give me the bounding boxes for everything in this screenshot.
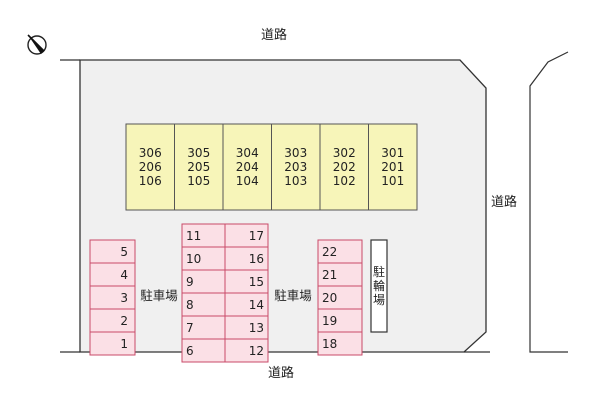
parking-slot-number: 16 [249,252,264,266]
unit-block [319,123,369,211]
unit-number: 101 [381,174,404,188]
parking-slot: 7 [181,315,226,340]
parking-slot-box [89,239,136,264]
road-label-bottom: 道路 [268,365,294,381]
unit-number: 302 [333,146,356,160]
parking-slot: 15 [224,269,269,294]
parking-slot-number: 14 [249,298,264,312]
road-label-top: 道路 [261,27,287,43]
parking-slot: 8 [181,292,226,317]
bicycle-parking-label: 駐輪場 [373,264,385,307]
unit-number: 305 [187,146,210,160]
parking-slot-box [89,285,136,310]
bicycle-parking-label-char: 場 [373,293,385,307]
parking-slot: 20 [317,285,363,310]
unit-number: 201 [381,160,404,174]
parking-slot-number: 4 [120,268,128,282]
parking-slot: 9 [181,269,226,294]
parking-slot: 5 [89,239,136,264]
apartment-building: 3062061063052051053042041043032031033022… [125,123,418,211]
parking-column-right: 22 21 20 19 18 [317,239,363,356]
parking-slot-box [89,262,136,287]
parking-slot-box [317,331,363,356]
parking-slot-number: 18 [322,337,337,351]
parking-slot-number: 10 [186,252,201,266]
parking-slot: 18 [317,331,363,356]
parking-slot: 1 [89,331,136,356]
unit-number: 103 [284,174,307,188]
parking-slot-box [89,331,136,356]
parking-slot: 12 [224,338,269,363]
unit-number: 202 [333,160,356,174]
road-label-right: 道路 [491,194,517,210]
parking-slot-number: 13 [249,321,264,335]
parking-slot-number: 3 [120,291,128,305]
parking-slot-number: 20 [322,291,337,305]
parking-slot-number: 19 [322,314,337,328]
parking-slot: 10 [181,246,226,271]
parking-slot-number: 5 [120,245,128,259]
parking-slot: 16 [224,246,269,271]
parking-slot-number: 17 [249,229,264,243]
unit-number: 304 [236,146,259,160]
unit-number: 301 [381,146,404,160]
unit-number: 203 [284,160,307,174]
parking-slot-number: 12 [249,344,264,358]
parking-slot-box [89,308,136,333]
parking-lot-label-left: 駐車場 [140,288,178,303]
north-arrow-icon [27,34,47,55]
parking-slot-number: 22 [322,245,337,259]
unit-number: 306 [139,146,162,160]
parking-slot: 21 [317,262,363,287]
parking-column-left: 5 4 3 2 1 [89,239,136,356]
parking-slot-number: 15 [249,275,264,289]
unit-number: 205 [187,160,210,174]
bicycle-parking-area [370,239,388,333]
parking-slot-number: 11 [186,229,201,243]
parking-lot-label-right: 駐車場 [274,288,312,303]
unit-number: 106 [139,174,162,188]
parking-slot-number: 1 [120,337,128,351]
parking-slot-number: 8 [186,298,194,312]
unit-block [271,123,321,211]
parking-slot-number: 21 [322,268,337,282]
parking-slot-number: 9 [186,275,194,289]
parking-slot: 6 [181,338,226,363]
bicycle-parking-label-char: 駐 [373,264,385,279]
parking-slot-box [224,338,269,363]
unit-number: 206 [139,160,162,174]
unit-number: 102 [333,174,356,188]
parking-slot: 4 [89,262,136,287]
unit-block [222,123,272,211]
parking-slot: 17 [224,223,269,248]
parking-slot-number: 7 [186,321,194,335]
unit-block [368,123,418,211]
parking-slot: 19 [317,308,363,333]
unit-number: 303 [284,146,307,160]
parking-slot-number: 2 [120,314,128,328]
parking-slot: 11 [181,223,226,248]
parking-column-center-left: 11 10 9 8 7 6 [181,223,226,363]
unit-number: 105 [187,174,210,188]
parking-slot: 2 [89,308,136,333]
parking-column-center-right: 17 16 15 14 13 12 [224,223,269,363]
unit-number: 204 [236,160,259,174]
unit-number: 104 [236,174,259,188]
unit-block [125,123,175,211]
parking-slot: 22 [317,239,363,264]
parking-slot: 14 [224,292,269,317]
parking-slot: 13 [224,315,269,340]
parking-slot: 3 [89,285,136,310]
parking-slot-number: 6 [186,344,194,358]
road-edge-far-right [529,51,569,353]
bicycle-parking-label-char: 輪 [373,278,385,293]
